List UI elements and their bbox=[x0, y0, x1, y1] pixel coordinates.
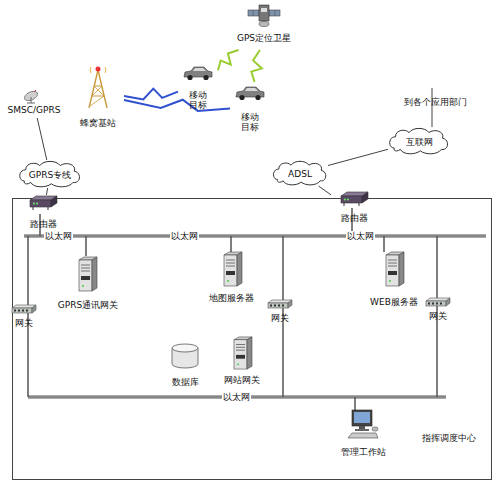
node-label: 移动目标 bbox=[188, 90, 208, 110]
bus-label: 以太网 bbox=[222, 392, 251, 402]
node-label: 网站网关 bbox=[217, 375, 267, 385]
workstation-node: 管理工作站 bbox=[331, 409, 395, 461]
bus-link bbox=[85, 236, 87, 256]
icon-holder bbox=[235, 84, 265, 102]
network-cloud: ADSL bbox=[272, 160, 328, 186]
router-node: 路由器 bbox=[21, 195, 65, 235]
node-label: 数据库 bbox=[163, 377, 207, 387]
bus-link bbox=[27, 236, 29, 397]
node-label: GPS定位卫星 bbox=[230, 33, 298, 43]
cable-link bbox=[37, 118, 47, 160]
bus-link bbox=[383, 236, 385, 252]
node-label: 网关 bbox=[9, 318, 39, 328]
server-node: GPRS通讯网关 bbox=[51, 256, 125, 318]
icon-holder bbox=[76, 256, 98, 292]
wireless-link bbox=[251, 50, 262, 82]
icon-holder bbox=[247, 0, 281, 30]
bus-link bbox=[230, 236, 232, 252]
node-label: ADSL bbox=[272, 169, 328, 179]
node-label: 网关 bbox=[265, 313, 295, 323]
gateway-node: 网关 bbox=[423, 297, 453, 325]
cable-link bbox=[328, 149, 388, 165]
node-label: GPRS通讯网关 bbox=[51, 300, 125, 310]
icon-holder bbox=[11, 304, 37, 314]
device-icon bbox=[171, 343, 199, 369]
device-icon bbox=[346, 409, 380, 441]
device-icon bbox=[339, 191, 369, 207]
device-icon bbox=[425, 297, 451, 307]
ethernet-bus bbox=[24, 235, 486, 238]
control-center-frame: 指挥调度中心路由器路由器GPRS通讯网关地图服务器WEB服务器网关网关网关数据库… bbox=[12, 198, 492, 480]
device-icon bbox=[11, 304, 37, 314]
wireless-link bbox=[218, 50, 239, 70]
bus-link bbox=[354, 397, 356, 410]
device-icon bbox=[28, 195, 58, 211]
node-label: SMSC/GPRS bbox=[2, 105, 66, 115]
device-icon bbox=[235, 84, 265, 102]
server-node: WEB服务器 bbox=[361, 251, 427, 309]
icon-holder bbox=[28, 195, 58, 211]
database-node: 数据库 bbox=[163, 343, 207, 393]
bus-label: 以太网 bbox=[346, 231, 375, 241]
node-label: WEB服务器 bbox=[361, 297, 427, 307]
ethernet-bus-highlight bbox=[24, 236, 486, 237]
device-icon bbox=[76, 256, 98, 292]
uplink-wire bbox=[432, 88, 433, 127]
gateway-node: 网关 bbox=[9, 304, 39, 332]
icon-holder bbox=[339, 191, 369, 207]
server-node: 网站网关 bbox=[217, 336, 267, 390]
gateway-node: 网关 bbox=[265, 299, 295, 327]
icon-holder bbox=[183, 64, 213, 82]
vehicle-node: 移动目标 bbox=[230, 82, 270, 138]
node-label: 移动目标 bbox=[240, 112, 260, 132]
icon-holder bbox=[346, 409, 380, 441]
smsc-node: SMSC/GPRS bbox=[2, 90, 66, 118]
device-icon bbox=[231, 336, 253, 370]
wireless-link bbox=[124, 89, 178, 100]
wireless-link bbox=[124, 100, 230, 111]
bus-label: 以太网 bbox=[44, 231, 73, 241]
icon-holder bbox=[425, 297, 451, 307]
device-icon bbox=[383, 251, 405, 287]
device-icon bbox=[183, 64, 213, 82]
note-label: 到各个应用部门 bbox=[404, 97, 467, 107]
node-label: 管理工作站 bbox=[331, 447, 395, 457]
device-icon bbox=[247, 0, 281, 30]
satellite-node: GPS定位卫星 bbox=[228, 0, 300, 50]
device-icon bbox=[267, 299, 293, 309]
node-label: 网关 bbox=[423, 311, 453, 321]
network-cloud: 互联网 bbox=[388, 127, 450, 155]
icon-holder bbox=[171, 343, 199, 369]
icon-holder bbox=[22, 90, 40, 104]
device-icon bbox=[86, 64, 110, 108]
device-icon bbox=[221, 251, 243, 287]
node-label: GPRS专线 bbox=[18, 170, 82, 180]
cable-link bbox=[319, 186, 332, 195]
cable-link bbox=[46, 188, 47, 195]
icon-holder bbox=[231, 336, 253, 370]
icon-holder bbox=[221, 251, 243, 287]
bus-label: 以太网 bbox=[170, 231, 199, 241]
node-label: 地图服务器 bbox=[199, 293, 263, 303]
node-label: 路由器 bbox=[331, 213, 377, 223]
icon-holder bbox=[383, 251, 405, 287]
icon-holder bbox=[267, 299, 293, 309]
router-node: 路由器 bbox=[331, 191, 377, 231]
server-node: 地图服务器 bbox=[199, 251, 263, 305]
vehicle-node: 移动目标 bbox=[178, 62, 218, 118]
icon-holder bbox=[86, 64, 110, 108]
node-label: 路由器 bbox=[21, 219, 65, 229]
device-icon bbox=[22, 90, 40, 104]
network-cloud: GPRS专线 bbox=[18, 160, 82, 188]
node-label: 互联网 bbox=[388, 137, 450, 147]
node-label: 指挥调度中心 bbox=[409, 433, 489, 443]
node-label: 蜂窝基站 bbox=[72, 118, 124, 128]
base-station-node: 蜂窝基站 bbox=[72, 64, 124, 132]
